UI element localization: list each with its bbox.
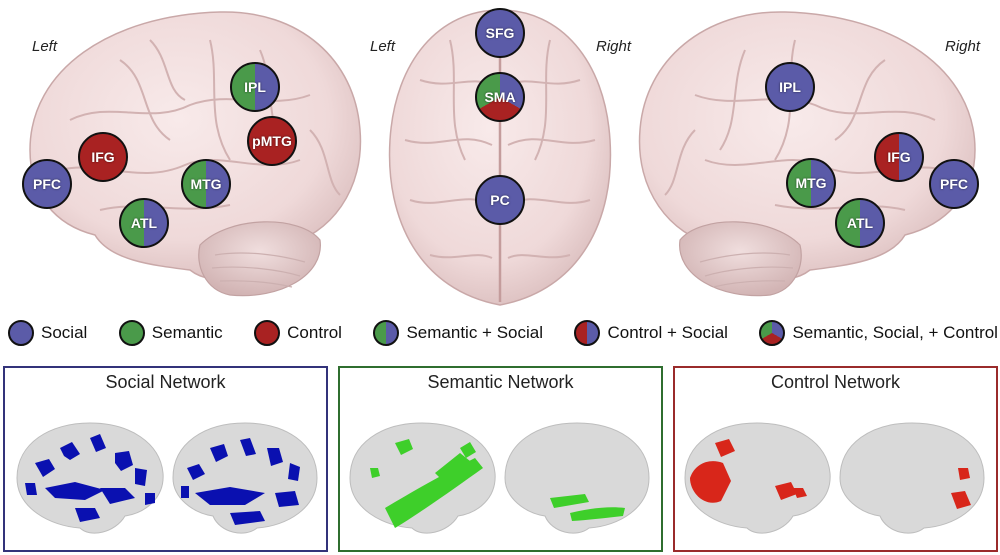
legend-label-social: Social: [41, 323, 88, 342]
control-network-cortex: [684, 422, 985, 534]
social-network-right-hemisphere: [172, 422, 318, 534]
region-mtg-left: MTG: [181, 159, 231, 209]
superior-brain: [388, 9, 612, 306]
social-network-cortex: [16, 422, 318, 534]
region-ipl-left: IPL: [230, 62, 280, 112]
all-three-swatch-icon: [759, 320, 786, 346]
region-atl-right: ATL: [835, 198, 885, 248]
legend-item-semantic-social: Semantic + Social: [373, 320, 543, 346]
semantic-network-left-hemisphere: [349, 422, 496, 534]
legend-item-all-three: Semantic, Social, + Control: [759, 320, 998, 346]
region-ifg-left: IFG: [78, 132, 128, 182]
control-network-title: Control Network: [770, 372, 901, 392]
region-mtg-right: MTG: [786, 158, 836, 208]
region-pfc-right: PFC: [929, 159, 979, 209]
social-network-title: Social Network: [105, 372, 226, 392]
semantic-network-panel: Semantic Network: [338, 366, 663, 552]
region-atl-left: ATL: [119, 198, 169, 248]
control-network-left-hemisphere: [684, 422, 831, 534]
legend-item-semantic: Semantic: [118, 320, 223, 346]
control-social-swatch-icon: [574, 320, 601, 346]
social-network-panel: Social Network: [3, 366, 328, 552]
social-network-left-hemisphere: [16, 422, 164, 534]
right-lateral-brain: [638, 11, 976, 297]
legend-label-semantic-social: Semantic + Social: [406, 323, 543, 342]
region-ifg-right: IFG: [874, 132, 924, 182]
region-ipl-right: IPL: [765, 62, 815, 112]
semantic-social-swatch-icon: [373, 320, 400, 346]
region-sfg: SFG: [475, 8, 525, 58]
semantic-network-right-hemisphere: [504, 422, 650, 534]
view-label-top-left: Left: [370, 38, 396, 55]
region-pc: PC: [475, 175, 525, 225]
view-label-top-right: Right: [596, 38, 632, 55]
semantic-network-cortex: [349, 422, 650, 534]
legend-item-control: Control: [254, 320, 342, 346]
legend-item-control-social: Control + Social: [574, 320, 728, 346]
control-network-panel: Control Network: [673, 366, 998, 552]
legend-label-control: Control: [287, 323, 342, 342]
region-pfc-left: PFC: [22, 159, 72, 209]
control-network-right-hemisphere: [839, 422, 985, 534]
semantic-network-title: Semantic Network: [427, 372, 574, 392]
control-swatch-icon: [254, 320, 281, 346]
legend-label-semantic: Semantic: [151, 323, 223, 342]
legend-item-social: Social: [8, 320, 87, 346]
legend-label-all-three: Semantic, Social, + Control: [792, 323, 998, 342]
view-label-right: Right: [945, 38, 981, 55]
view-label-left: Left: [32, 38, 58, 55]
region-sma: SMA: [475, 72, 525, 122]
region-pmtg-left: pMTG: [247, 116, 297, 166]
semantic-swatch-icon: [118, 320, 145, 346]
legend: Social Semantic Control Semantic + Socia…: [8, 315, 998, 351]
social-swatch-icon: [8, 320, 34, 346]
legend-label-control-social: Control + Social: [607, 323, 728, 342]
